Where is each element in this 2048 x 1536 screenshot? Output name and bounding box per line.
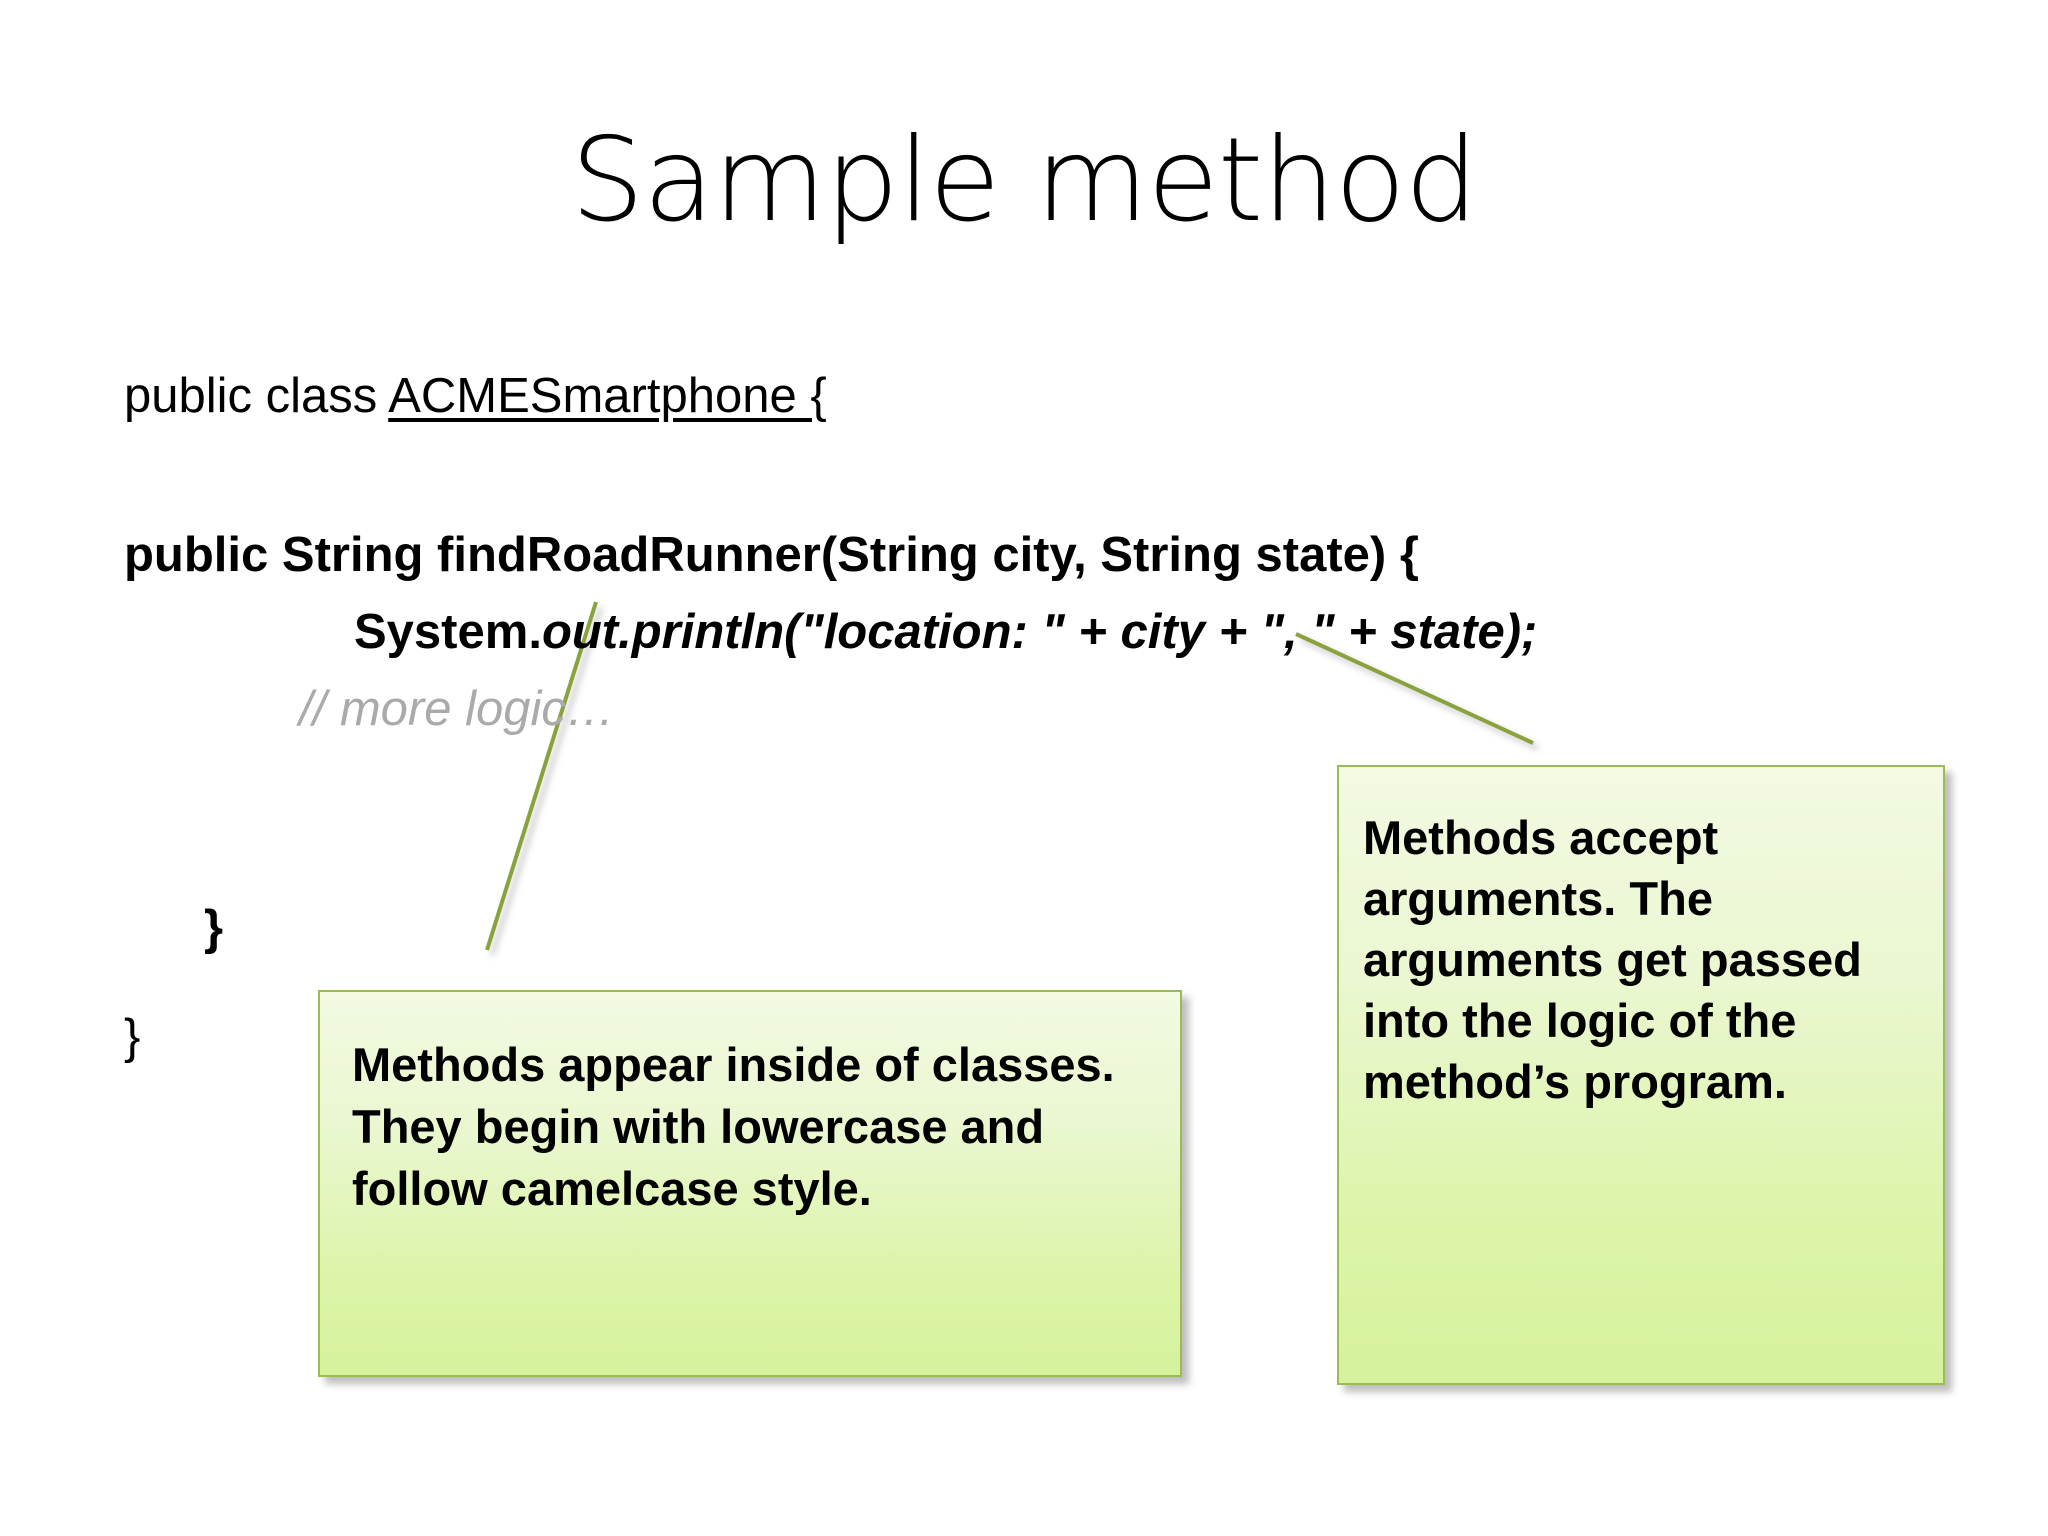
code-line-method-signature: public String findRoadRunner(String city…: [124, 528, 1419, 582]
page-title: Sample method: [570, 113, 1479, 248]
code-line-close-inner-brace: }: [204, 901, 224, 955]
code-class-name: ACMESmartphone {: [388, 369, 827, 423]
code-class-keyword: public class: [124, 369, 389, 423]
callout-box-methods-inside-classes: Methods appear inside of classes. They b…: [318, 990, 1182, 1377]
code-block: public class ACMESmartphone { public Str…: [124, 372, 1824, 1062]
code-spacer: [124, 657, 1824, 685]
code-spacer: [124, 421, 1824, 531]
code-line-close-outer-brace: }: [124, 1010, 141, 1064]
code-spacer: [124, 580, 1824, 608]
callout-box-methods-accept-arguments: Methods accept arguments. The arguments …: [1337, 765, 1945, 1385]
code-system-token: System.: [354, 605, 542, 659]
code-line-class-declaration: public class ACMESmartphone {: [124, 372, 1824, 421]
code-line-println: System.out.println("location: " + city +…: [124, 608, 1824, 657]
code-line-comment: // more logic…: [299, 682, 615, 736]
code-println-call: out.println("location: " + city + ", " +…: [541, 605, 1538, 659]
